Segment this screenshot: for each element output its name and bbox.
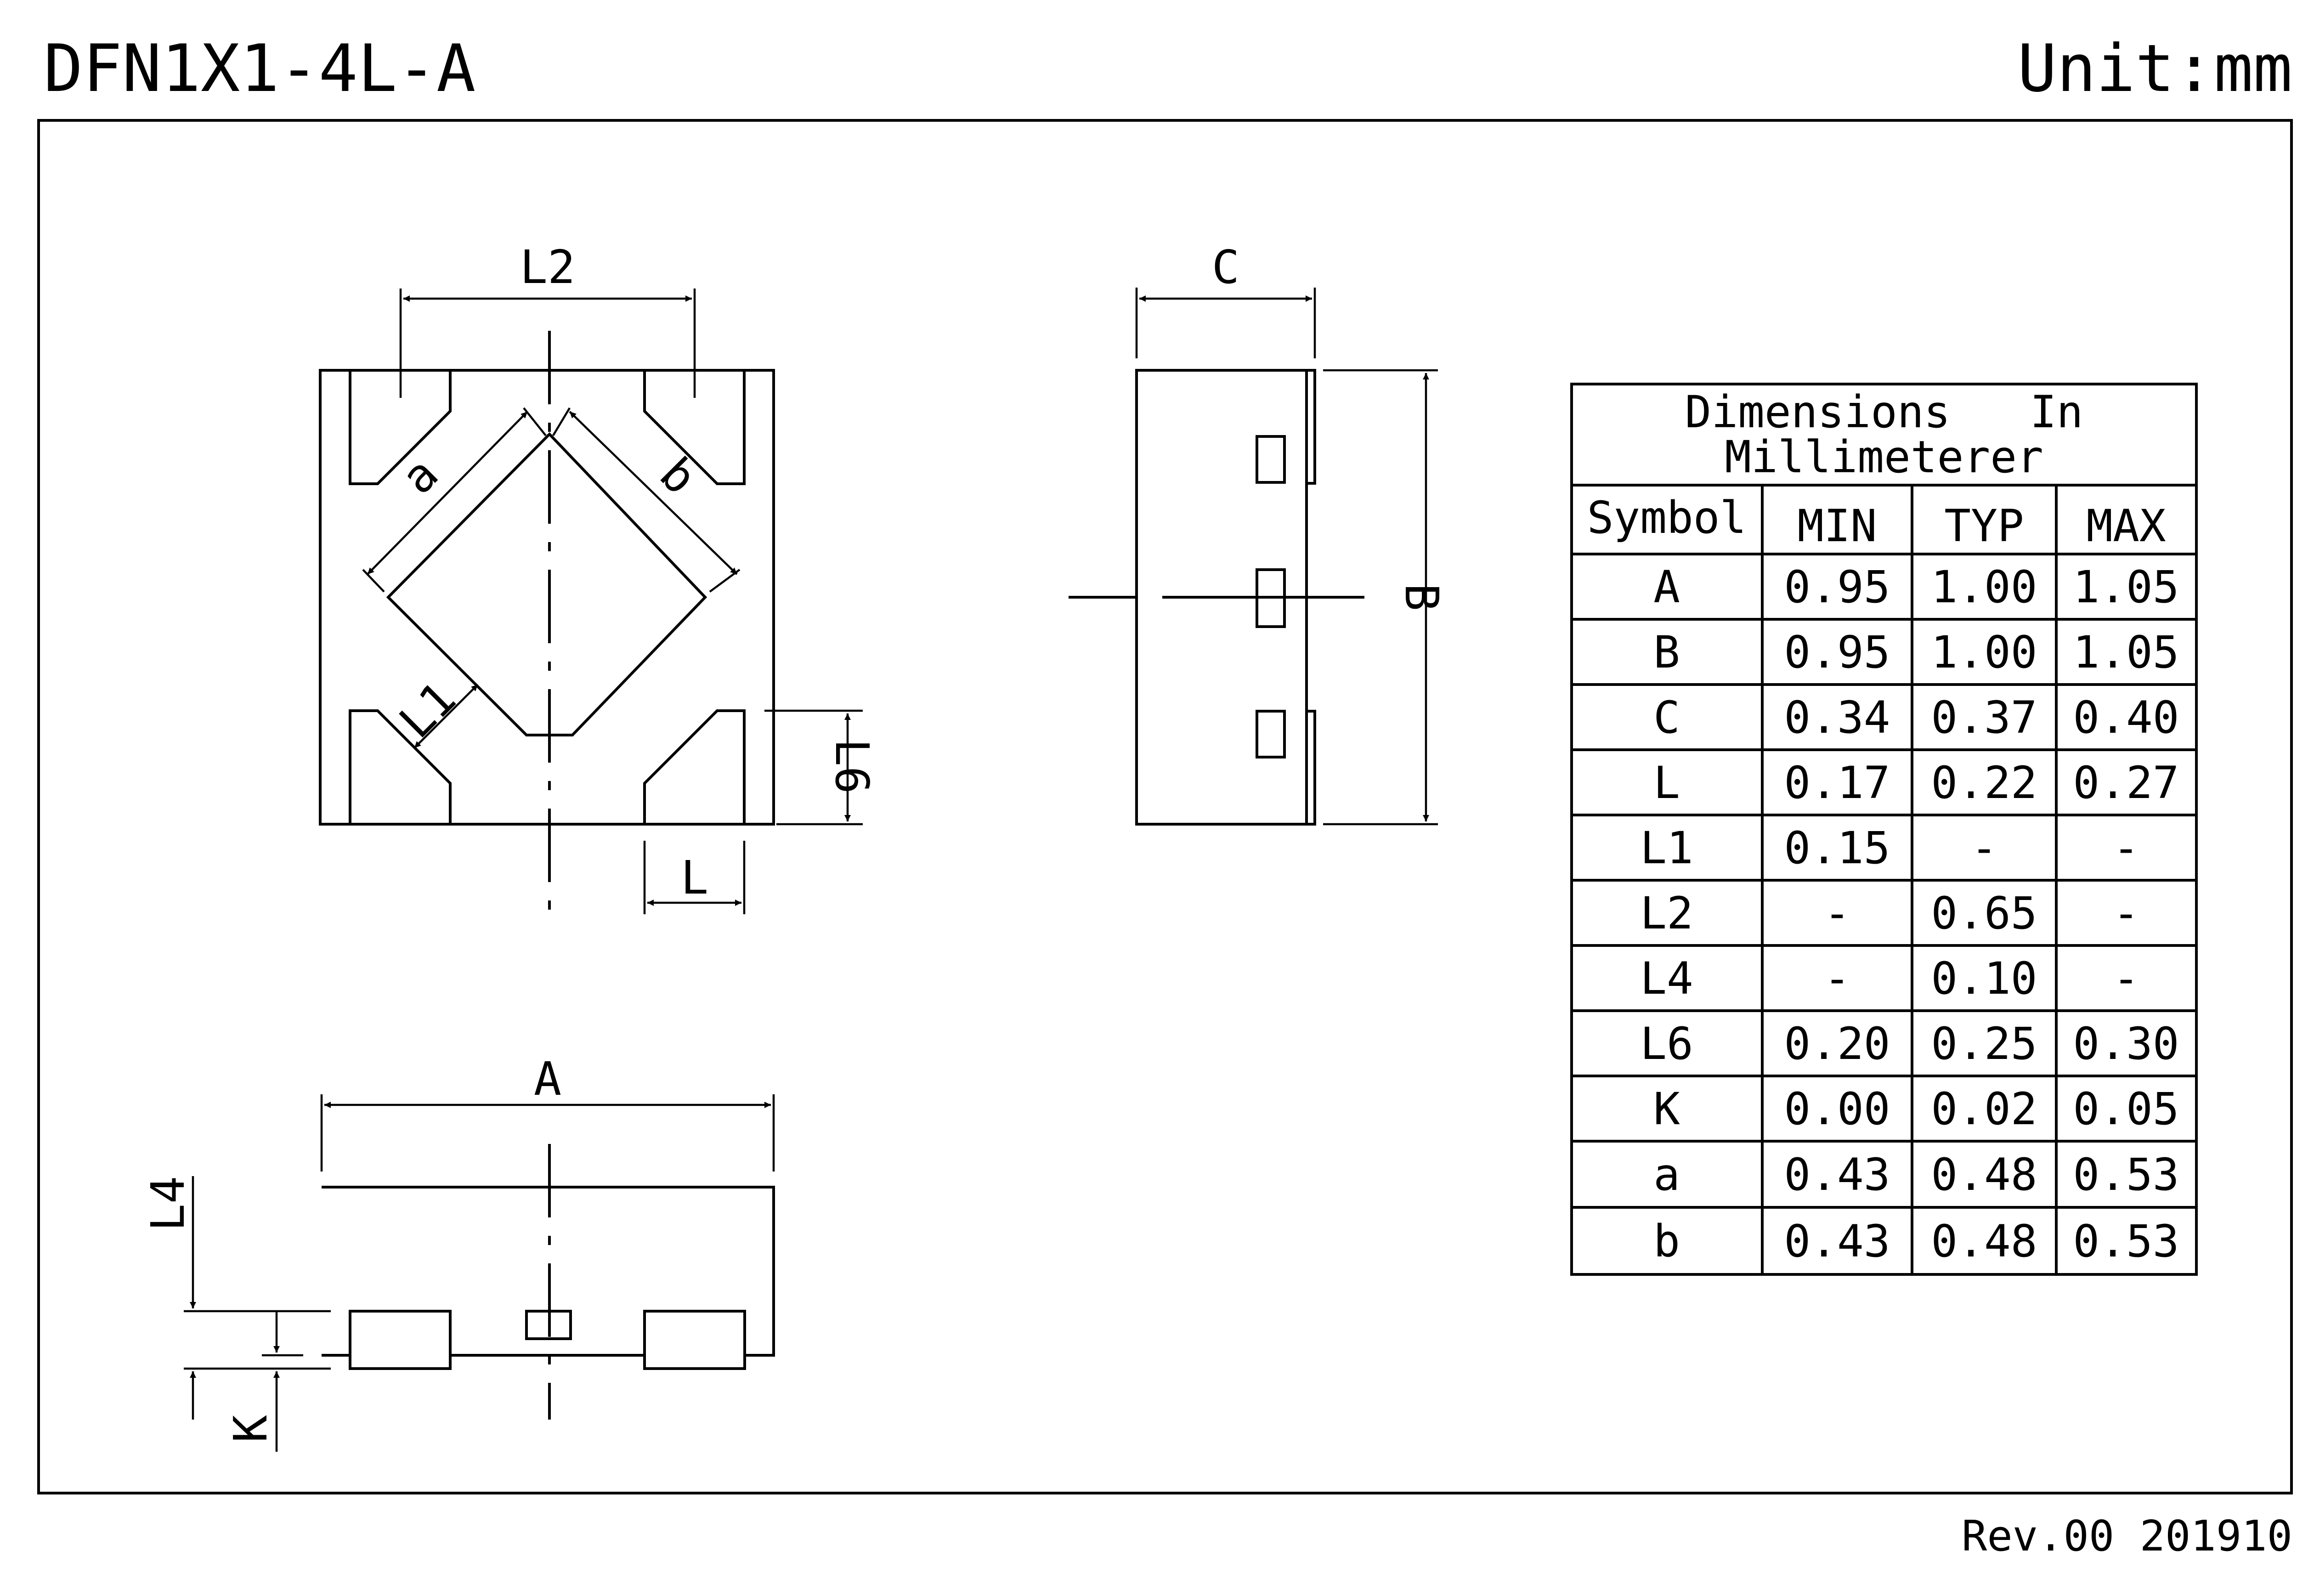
table-cell-symbol: L2	[1640, 888, 1693, 939]
b-dim-line	[569, 411, 738, 575]
dim-label-c: C	[1212, 240, 1239, 294]
dim-label-l: L	[681, 851, 708, 905]
l1-dim-line	[413, 684, 479, 749]
table-row: B 0.95 1.00 1.05	[1653, 627, 2179, 678]
dim-label-b: b	[650, 447, 707, 504]
table-cell-typ: 0.02	[1931, 1083, 2037, 1135]
table-cell-max: 1.05	[2073, 561, 2179, 613]
table-header-typ: TYP	[1944, 500, 2024, 552]
front-pad-left	[349, 1310, 452, 1370]
table-cell-min: 0.43	[1784, 1216, 1890, 1267]
dimensions-table: Dimensions In Millimeterer Symbol MIN TY…	[1570, 383, 2198, 1276]
table-row: a 0.43 0.48 0.53	[1653, 1149, 2179, 1200]
table-cell-typ: 0.48	[1931, 1216, 2037, 1267]
dim-label-b-total: B	[1395, 583, 1448, 611]
unit-label: Unit:mm	[2018, 31, 2292, 107]
table-cell-max: 1.05	[2073, 627, 2179, 678]
table-header-symbol: Symbol	[1587, 492, 1747, 543]
side-pad-top	[1256, 435, 1286, 484]
table-border	[1570, 383, 2198, 1276]
table-row: L6 0.20 0.25 0.30	[1640, 1018, 2179, 1070]
table-cell-max: 0.40	[2073, 692, 2179, 743]
a-dim-line	[367, 411, 528, 575]
dim-label-l4: L4	[141, 1176, 195, 1231]
table-cell-symbol: A	[1653, 561, 1680, 613]
table-row: A 0.95 1.00 1.05	[1653, 561, 2179, 613]
table-cell-symbol: L4	[1640, 953, 1693, 1004]
table-row: L2 - 0.65 -	[1640, 888, 2139, 939]
table-cell-min: -	[1824, 888, 1850, 939]
table-cell-symbol: B	[1653, 627, 1680, 678]
table-cell-typ: 1.00	[1931, 627, 2037, 678]
table-cell-min: -	[1824, 953, 1850, 1004]
side-pad-bottom	[1256, 710, 1286, 758]
front-view-body	[322, 1186, 775, 1357]
table-header-min: MIN	[1797, 500, 1877, 552]
table-cell-max: 0.53	[2073, 1216, 2179, 1267]
table-cell-symbol: L	[1653, 757, 1680, 809]
table-cell-min: 0.34	[1784, 692, 1890, 743]
b-ext-1	[552, 407, 571, 436]
table-cell-min: 0.43	[1784, 1149, 1890, 1200]
table-cell-typ: 0.65	[1931, 888, 2037, 939]
table-cell-typ: 0.22	[1931, 757, 2037, 809]
drawing-frame	[37, 119, 2293, 1494]
part-number-title: DFN1X1-4L-A	[44, 31, 475, 107]
side-view-terminal-strip-bottom	[1305, 710, 1316, 826]
table-row-lines	[1572, 618, 2196, 1209]
table-cell-min: 0.15	[1784, 822, 1890, 874]
table-cell-min: 0.00	[1784, 1083, 1890, 1135]
table-cell-typ: 0.48	[1931, 1149, 2037, 1200]
table-cell-max: 0.53	[2073, 1149, 2179, 1200]
table-cell-symbol: b	[1653, 1216, 1680, 1267]
table-cell-typ: 0.25	[1931, 1018, 2037, 1070]
dim-label-l1: L1	[389, 672, 466, 749]
table-row: C 0.34 0.37 0.40	[1653, 692, 2179, 743]
table-cell-symbol: C	[1653, 692, 1680, 743]
side-view: C B	[1069, 240, 1448, 826]
table-row: L4 - 0.10 -	[1640, 953, 2139, 1004]
table-cell-min: 0.95	[1784, 627, 1890, 678]
table-cell-min: 0.95	[1784, 561, 1890, 613]
dim-label-l2: L2	[520, 240, 575, 294]
table-cell-symbol: K	[1653, 1083, 1680, 1135]
table-title-line2: Millimeterer	[1725, 431, 2043, 483]
pad-bottom-left	[349, 709, 452, 824]
front-pad-right	[643, 1310, 746, 1370]
table-cell-min: 0.17	[1784, 757, 1890, 809]
table-cell-max: -	[2113, 888, 2139, 939]
table-cell-max: 0.27	[2073, 757, 2179, 809]
table-header-max: MAX	[2086, 500, 2166, 552]
dim-label-l6: L6	[825, 739, 879, 794]
table-cell-max: -	[2113, 822, 2139, 874]
table-cell-min: 0.20	[1784, 1018, 1890, 1070]
table-row: L1 0.15 - -	[1640, 822, 2139, 874]
table-cell-max: 0.30	[2073, 1018, 2179, 1070]
front-view: A L4 K	[141, 1052, 775, 1452]
table-cell-typ: 0.10	[1931, 953, 2037, 1004]
top-view: L2 a b L1 L6 L	[319, 240, 879, 914]
table-cell-max: 0.05	[2073, 1083, 2179, 1135]
revision-label: Rev.00 201910	[1962, 1511, 2292, 1561]
side-view-terminal-strip-top	[1305, 369, 1316, 485]
dim-label-a-total: A	[534, 1052, 561, 1106]
table-row: b 0.43 0.48 0.53	[1653, 1216, 2179, 1267]
pad-bottom-right	[643, 709, 746, 824]
table-cell-typ: 1.00	[1931, 561, 2037, 613]
table-cell-max: -	[2113, 953, 2139, 1004]
table-row: K 0.00 0.02 0.05	[1653, 1083, 2179, 1135]
table-title-line1: Dimensions In	[1685, 386, 2083, 438]
table-cell-symbol: L1	[1640, 822, 1693, 874]
a-ext-2	[362, 569, 385, 593]
table-cell-typ: -	[1971, 822, 1997, 874]
table-cell-symbol: a	[1653, 1149, 1680, 1200]
table-cell-symbol: L6	[1640, 1018, 1693, 1070]
table-row: L 0.17 0.22 0.27	[1653, 757, 2179, 809]
top-view-body	[319, 369, 775, 826]
dim-label-k: K	[224, 1415, 277, 1443]
dim-label-a: a	[391, 447, 448, 504]
table-cell-typ: 0.37	[1931, 692, 2037, 743]
